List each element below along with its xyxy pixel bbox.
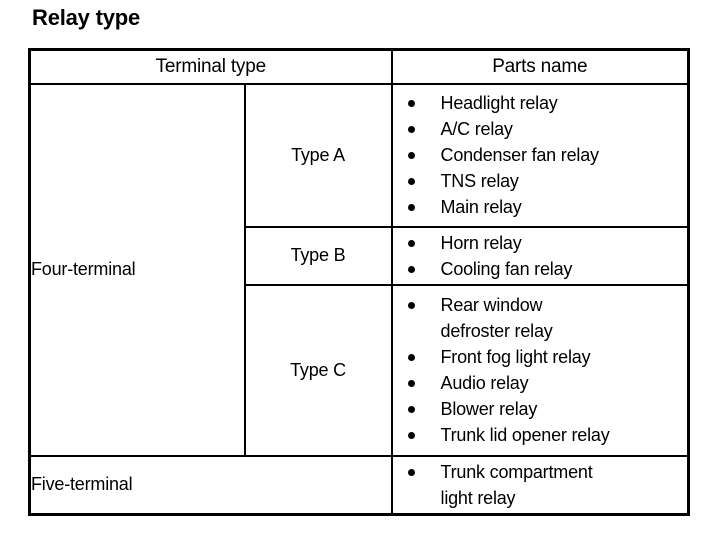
- list-item: TNS relay: [393, 168, 688, 194]
- table-row: Type C Rear window defroster relay Front…: [30, 283, 690, 457]
- bullet-icon: [407, 406, 415, 414]
- part-name: Rear window defroster relay: [440, 295, 553, 342]
- table-row: Type B Horn relay Cooling fan relay: [30, 225, 690, 286]
- part-name: A/C relay: [440, 119, 513, 140]
- terminal-subtype-type-c: Type C: [243, 283, 393, 457]
- table-row: Five-terminal Trunk compartment light re…: [28, 454, 690, 516]
- parts-cell-type-c: Rear window defroster relay Front fog li…: [390, 283, 690, 457]
- table-header-row: Terminal type Parts name: [28, 48, 690, 85]
- parts-list: Headlight relay A/C relay Condenser fan …: [393, 90, 688, 220]
- list-item: Trunk compartment light relay: [393, 459, 688, 511]
- table-body: Four-terminal Type A Headlight relay A/C…: [28, 83, 690, 516]
- bullet-icon: [407, 302, 415, 310]
- parts-cell-type-b: Horn relay Cooling fan relay: [390, 225, 690, 286]
- part-name: Audio relay: [440, 373, 529, 394]
- part-name: Horn relay: [440, 232, 522, 253]
- part-name: Blower relay: [440, 399, 538, 420]
- bullet-icon: [407, 152, 415, 160]
- bullet-icon: [407, 100, 415, 108]
- part-name: Cooling fan relay: [440, 258, 573, 279]
- part-name: Condenser fan relay: [440, 145, 599, 166]
- bullet-icon: [407, 354, 415, 362]
- list-item: Audio relay: [393, 370, 688, 396]
- terminal-subtype-type-b: Type B: [243, 225, 393, 286]
- list-item: Main relay: [393, 194, 688, 220]
- terminal-type-five-terminal: Five-terminal: [28, 454, 393, 516]
- list-item: Condenser fan relay: [393, 142, 688, 168]
- parts-list: Rear window defroster relay Front fog li…: [393, 292, 688, 448]
- bullet-icon: [407, 239, 415, 247]
- part-name: Trunk lid opener relay: [440, 425, 610, 446]
- list-item: Rear window defroster relay: [393, 292, 688, 344]
- bullet-icon: [407, 468, 415, 476]
- part-name: TNS relay: [440, 171, 519, 192]
- bullet-icon: [407, 380, 415, 388]
- table-row: Four-terminal Type A Headlight relay A/C…: [28, 83, 690, 457]
- parts-cell-five-terminal: Trunk compartment light relay: [390, 454, 690, 516]
- bullet-icon: [407, 265, 415, 273]
- terminal-subtype-type-a: Type A: [243, 83, 393, 228]
- relay-type-table: Terminal type Parts name Four-terminal T…: [28, 48, 691, 516]
- parts-list: Horn relay Cooling fan relay: [393, 230, 688, 282]
- page-title: Relay type: [32, 5, 141, 30]
- list-item: Horn relay: [393, 230, 688, 256]
- part-name: Front fog light relay: [440, 347, 591, 368]
- bullet-icon: [407, 126, 415, 134]
- list-item: Headlight relay: [393, 90, 688, 116]
- bullet-icon: [407, 204, 415, 212]
- list-item: A/C relay: [393, 116, 688, 142]
- list-item: Blower relay: [393, 396, 688, 422]
- bullet-icon: [407, 178, 415, 186]
- table-header: Terminal type Parts name: [28, 48, 690, 85]
- parts-list: Trunk compartment light relay: [393, 459, 688, 511]
- part-name: Headlight relay: [440, 93, 558, 114]
- column-header-terminal-type: Terminal type: [28, 48, 393, 85]
- list-item: Cooling fan relay: [393, 256, 688, 282]
- part-name: Main relay: [440, 197, 522, 218]
- bullet-icon: [407, 432, 415, 440]
- list-item: Front fog light relay: [393, 344, 688, 370]
- list-item: Trunk lid opener relay: [393, 422, 688, 448]
- parts-cell-type-a: Headlight relay A/C relay Condenser fan …: [390, 83, 690, 228]
- part-name: Trunk compartment light relay: [440, 461, 593, 508]
- terminal-type-four-terminal: Four-terminal: [28, 83, 246, 457]
- column-header-parts-name: Parts name: [390, 48, 690, 85]
